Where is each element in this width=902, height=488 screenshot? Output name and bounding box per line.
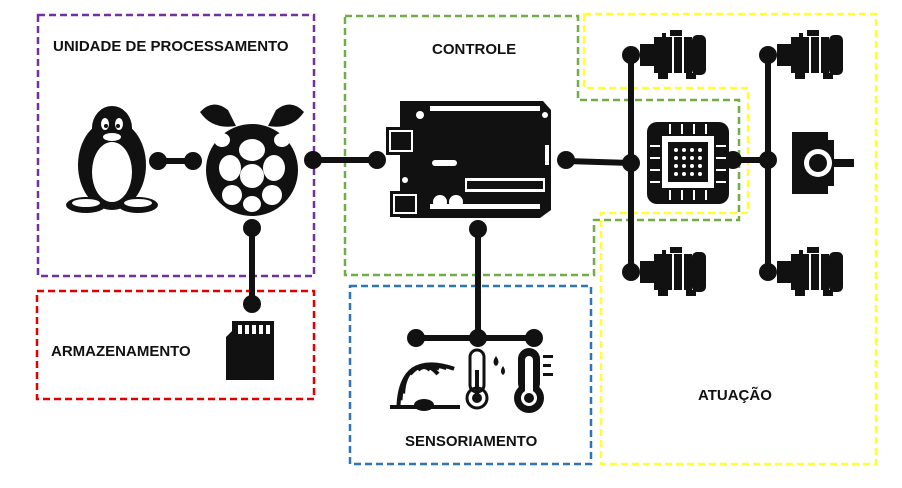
ac-motor-icon	[640, 247, 706, 296]
actuation-box	[582, 12, 878, 466]
storage-box	[35, 289, 316, 401]
presence-sensor-base	[390, 399, 460, 411]
ac-motor-icon	[777, 247, 843, 296]
temperature-thermometer-icon	[514, 348, 553, 413]
presence-sensor-icon	[396, 362, 455, 408]
humidity-thermometer-icon	[465, 348, 505, 410]
motor-driver-chip-icon	[647, 122, 729, 204]
sensing-label: SENSORIAMENTO	[405, 433, 538, 450]
control-box	[343, 14, 741, 277]
sensing-box	[348, 284, 593, 466]
processing-box	[36, 13, 316, 278]
ac-motor-icon	[640, 30, 706, 79]
processing-label: UNIDADE DE PROCESSAMENTO	[53, 38, 289, 55]
raspberry-pi-icon	[200, 104, 304, 216]
stepper-motor-icon	[792, 132, 854, 194]
actuation-label: ATUAÇÃO	[698, 386, 772, 404]
arduino-board-icon	[386, 101, 551, 218]
sd-card-icon	[226, 321, 274, 380]
control-label: CONTROLE	[432, 41, 516, 58]
ac-motor-icon	[777, 30, 843, 79]
storage-label: ARMAZENAMENTO	[51, 343, 191, 360]
linux-tux-icon	[66, 106, 158, 213]
